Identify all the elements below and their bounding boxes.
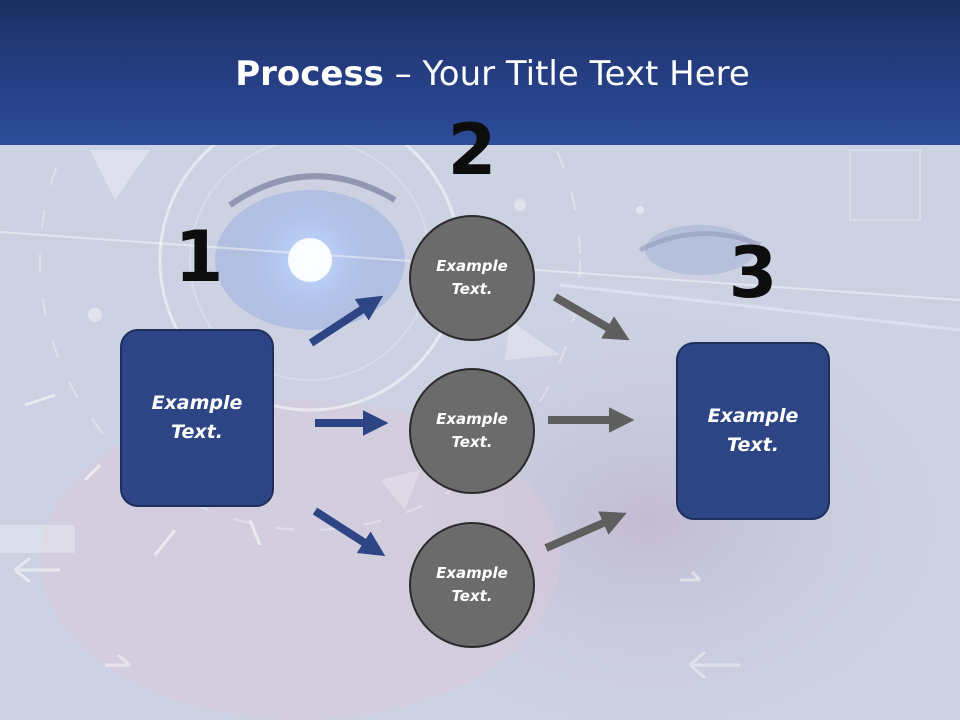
- end-box-line2: Text.: [727, 434, 779, 456]
- title-bold: Process: [235, 54, 384, 94]
- step-number-3: 3: [728, 232, 778, 314]
- end-box-line1: Example: [707, 405, 799, 427]
- node-bottom[interactable]: Example Text.: [409, 522, 535, 648]
- node-bottom-line1: Example: [436, 564, 508, 582]
- slide-title: Process – Your Title Text Here: [0, 52, 960, 96]
- title-rest: – Your Title Text Here: [383, 54, 750, 94]
- node-top-line1: Example: [436, 257, 508, 275]
- step-number-1: 1: [174, 216, 224, 298]
- end-box[interactable]: Example Text.: [676, 342, 830, 520]
- node-middle[interactable]: Example Text.: [409, 368, 535, 494]
- title-bar: [0, 0, 960, 145]
- start-box-line2: Text.: [171, 421, 223, 443]
- node-middle-line2: Text.: [451, 433, 493, 451]
- start-box[interactable]: Example Text.: [120, 329, 274, 507]
- start-box-line1: Example: [151, 392, 243, 414]
- step-number-2: 2: [447, 109, 497, 191]
- node-top-line2: Text.: [451, 280, 493, 298]
- node-top[interactable]: Example Text.: [409, 215, 535, 341]
- node-bottom-line2: Text.: [451, 587, 493, 605]
- node-middle-line1: Example: [436, 410, 508, 428]
